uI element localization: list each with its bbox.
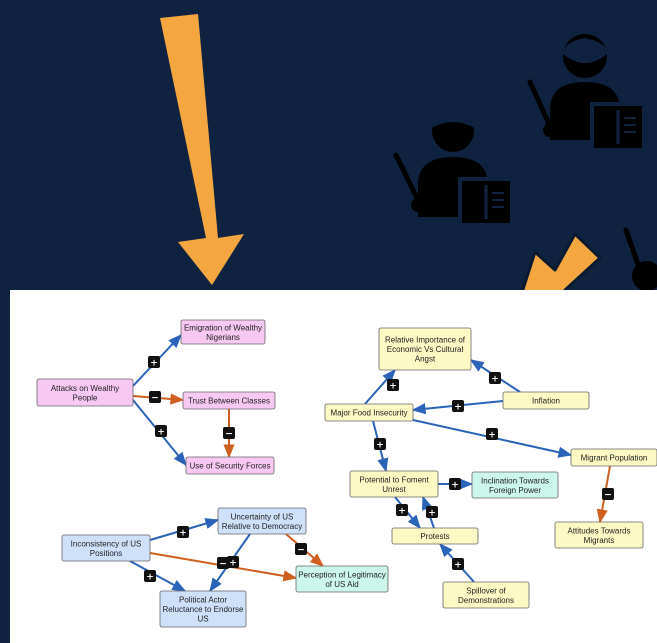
- node-label: Potential to Foment: [359, 475, 429, 484]
- node-label: Migrant Population: [581, 454, 648, 463]
- plus-sign-badge: +: [177, 526, 189, 539]
- teacher-icon: [393, 110, 514, 227]
- node-label: Unrest: [382, 485, 406, 494]
- link-inconsistency-to-reluctance: [129, 560, 187, 592]
- node-label: Protests: [420, 532, 449, 541]
- node-label: Economic Vs Cultural: [387, 345, 464, 354]
- svg-text:+: +: [454, 403, 462, 413]
- teacher-icon: [527, 34, 646, 152]
- svg-text:+: +: [451, 481, 459, 491]
- svg-text:+: +: [454, 561, 462, 571]
- plus-sign-badge: +: [486, 428, 498, 441]
- plus-sign-badge: +: [489, 372, 501, 385]
- svg-text:−: −: [604, 491, 612, 501]
- svg-text:+: +: [150, 359, 158, 369]
- svg-text:+: +: [398, 507, 406, 517]
- minus-sign-badge: −: [602, 488, 614, 501]
- node-label: Reluctance to Endorse: [163, 605, 244, 614]
- node-label: Inflation: [532, 397, 560, 406]
- node-label: Political Actor: [179, 596, 227, 605]
- plus-sign-badge: +: [426, 506, 438, 519]
- node-label: Inconsistency of US: [71, 539, 142, 548]
- minus-sign-badge: −: [295, 543, 307, 556]
- node-label: Attacks on Wealthy: [51, 384, 119, 393]
- svg-text:−: −: [297, 546, 305, 556]
- svg-text:+: +: [229, 559, 237, 569]
- svg-text:+: +: [389, 382, 397, 392]
- svg-text:+: +: [146, 573, 154, 583]
- plus-sign-badge: +: [374, 438, 386, 451]
- svg-text:−: −: [151, 394, 159, 404]
- node-label: Demonstrations: [458, 596, 514, 605]
- svg-text:+: +: [428, 509, 436, 519]
- node-label: of US Aid: [325, 580, 358, 589]
- link-food-to-relimp: [364, 368, 396, 405]
- plus-sign-badge: +: [452, 400, 464, 413]
- svg-text:+: +: [179, 529, 187, 539]
- node-protests[interactable]: Protests: [391, 527, 479, 545]
- node-food[interactable]: Major Food Insecurity: [324, 403, 414, 422]
- svg-text:+: +: [488, 431, 496, 441]
- node-trust[interactable]: Trust Between Classes: [182, 391, 276, 410]
- minus-sign-badge: −: [217, 557, 229, 570]
- node-security[interactable]: Use of Security Forces: [185, 456, 275, 475]
- node-label: Inclination Towards: [481, 476, 549, 485]
- down-arrow-icon: [160, 14, 244, 285]
- node-label: Attitudes Towards: [568, 526, 631, 535]
- node-label: Major Food Insecurity: [331, 409, 408, 418]
- node-label: Use of Security Forces: [190, 462, 271, 471]
- plus-sign-badge: +: [227, 556, 239, 569]
- plus-sign-badge: +: [387, 379, 399, 392]
- node-label: Trust Between Classes: [188, 397, 270, 406]
- node-label: Perception of Legitimacy: [298, 570, 386, 579]
- plus-sign-badge: +: [144, 570, 156, 583]
- node-label: Migrants: [584, 536, 615, 545]
- signs-layer: +−+−++++++++−++−+−+: [144, 356, 614, 583]
- node-label: Emigration of Wealthy: [184, 323, 262, 332]
- svg-text:+: +: [491, 375, 499, 385]
- node-inflation[interactable]: Inflation: [502, 391, 590, 410]
- node-migrant[interactable]: Migrant Population: [570, 448, 657, 467]
- minus-sign-badge: −: [223, 427, 235, 440]
- svg-text:−: −: [219, 560, 227, 570]
- plus-sign-badge: +: [449, 478, 461, 491]
- node-label: Relative Importance of: [385, 336, 466, 345]
- minus-sign-badge: −: [149, 391, 161, 404]
- plus-sign-badge: +: [452, 558, 464, 571]
- node-label: Uncertainty of US: [231, 512, 294, 521]
- svg-text:+: +: [157, 428, 165, 438]
- node-label: People: [73, 393, 98, 402]
- plus-sign-badge: +: [396, 504, 408, 517]
- node-label: Foreign Power: [489, 486, 541, 495]
- plus-sign-badge: +: [155, 425, 167, 438]
- node-label: Positions: [90, 549, 122, 558]
- node-label: Angst: [415, 355, 436, 364]
- plus-sign-badge: +: [148, 356, 160, 369]
- teacher-icon: [623, 227, 657, 291]
- svg-text:+: +: [376, 441, 384, 451]
- svg-text:−: −: [225, 430, 233, 440]
- node-label: Relative to Democracy: [222, 522, 302, 531]
- node-label: Nigerians: [206, 333, 240, 342]
- node-label: Spillover of: [466, 586, 506, 595]
- node-label: US: [197, 615, 208, 624]
